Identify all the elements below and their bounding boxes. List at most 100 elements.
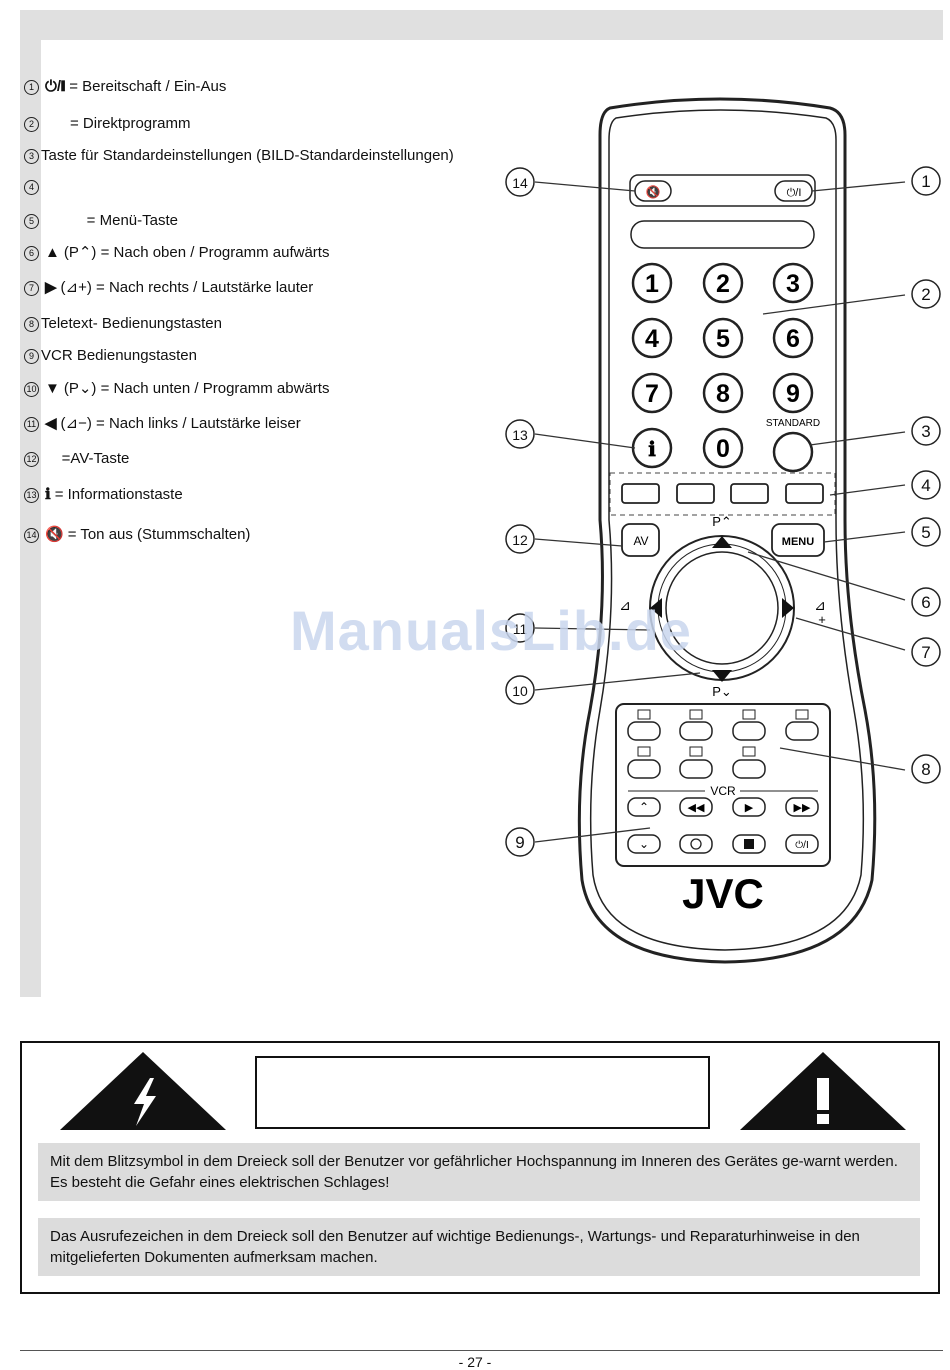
svg-text:11: 11 bbox=[513, 621, 528, 637]
svg-text:▶: ▶ bbox=[745, 802, 754, 814]
arrow-up-icon: ▲ bbox=[45, 244, 60, 261]
svg-text:5: 5 bbox=[716, 325, 730, 353]
svg-text:6: 6 bbox=[786, 325, 800, 353]
arrow-left-icon: ◀ bbox=[45, 415, 57, 432]
callout-markers bbox=[505, 166, 941, 857]
footer-divider bbox=[20, 1350, 943, 1351]
digit-buttons: 1 2 3 4 5 6 7 8 9 0 ℹ bbox=[631, 262, 814, 473]
svg-text:+: + bbox=[818, 612, 826, 627]
legend-number: 13 bbox=[24, 487, 39, 503]
exclamation-warning-icon bbox=[740, 1052, 906, 1130]
legend-number: 14 bbox=[24, 527, 39, 543]
svg-text:⏻/I: ⏻/I bbox=[795, 840, 808, 851]
svg-text:2: 2 bbox=[716, 270, 730, 298]
svg-text:1: 1 bbox=[645, 270, 659, 298]
mute-icon: 🔇 bbox=[45, 526, 64, 543]
svg-text:⏻/I: ⏻/I bbox=[787, 187, 802, 199]
svg-text:6: 6 bbox=[921, 593, 930, 612]
svg-text:3: 3 bbox=[786, 270, 800, 298]
remote-control-illustration: 🔇 ⏻/I 1 2 3 4 5 6 7 8 9 0 ℹ STANDARD AV … bbox=[505, 97, 941, 964]
legend-number: 1 bbox=[24, 79, 39, 95]
p-down-label: P⌄ bbox=[712, 684, 732, 699]
svg-text:1: 1 bbox=[921, 172, 930, 191]
legend-item: 6 ▲ (P⌃) = Nach oben / Programm aufwärts bbox=[24, 244, 329, 262]
svg-text:▶▶: ▶▶ bbox=[794, 802, 811, 814]
right-arrow-icon bbox=[782, 598, 794, 618]
legend-text: (⊿+) = Nach rechts / Lautstärke lauter bbox=[60, 279, 314, 296]
svg-text:4: 4 bbox=[645, 325, 659, 353]
legend-text: =AV-Taste bbox=[45, 450, 130, 467]
svg-text:⊿: ⊿ bbox=[814, 597, 826, 613]
legend-item: 11 ◀ (⊿−) = Nach links / Lautstärke leise… bbox=[24, 415, 301, 433]
svg-text:13: 13 bbox=[512, 427, 528, 443]
svg-text:7: 7 bbox=[645, 380, 659, 408]
arrow-right-icon: ▶ bbox=[45, 279, 57, 296]
svg-text:9: 9 bbox=[515, 833, 524, 852]
legend-text: = Ton aus (Stummschalten) bbox=[67, 526, 251, 543]
watermark: ManualsLib.de bbox=[290, 599, 692, 662]
down-arrow-icon bbox=[712, 670, 732, 682]
legend-number: 3 bbox=[24, 148, 39, 164]
legend-item: 7 ▶ (⊿+) = Nach rechts / Lautstärke laute… bbox=[24, 279, 313, 297]
page-number: - 27 - bbox=[458, 1354, 492, 1370]
info-icon: ℹ bbox=[648, 439, 656, 461]
warning-box bbox=[20, 1041, 940, 1294]
p-up-label: P⌃ bbox=[712, 514, 732, 529]
av-label: AV bbox=[633, 534, 648, 548]
legend-text: Teletext- Bedienungstasten bbox=[41, 315, 222, 332]
legend-number: 7 bbox=[24, 280, 39, 296]
svg-text:9: 9 bbox=[786, 380, 800, 408]
svg-text:⊿: ⊿ bbox=[619, 597, 631, 613]
info-icon: ℹ bbox=[45, 486, 51, 503]
legend-text: (P⌃) = Nach oben / Programm aufwärts bbox=[63, 244, 330, 261]
svg-text:8: 8 bbox=[921, 760, 930, 779]
svg-text:0: 0 bbox=[716, 435, 730, 463]
svg-text:8: 8 bbox=[716, 380, 730, 408]
legend-number: 11 bbox=[24, 416, 39, 432]
brand-logo: JVC bbox=[682, 870, 764, 917]
svg-text:7: 7 bbox=[921, 643, 930, 662]
legend-text: = Bereitschaft / Ein-Aus bbox=[69, 78, 227, 95]
svg-text:◀◀: ◀◀ bbox=[688, 802, 705, 814]
svg-text:2: 2 bbox=[921, 285, 930, 304]
lightning-warning-text: Mit dem Blitzsymbol in dem Dreieck soll … bbox=[38, 1143, 920, 1201]
legend-item: 10 ▼ (P⌄) = Nach unten / Programm abwärts bbox=[24, 380, 329, 398]
legend-item: 14 🔇 = Ton aus (Stummschalten) bbox=[24, 526, 250, 544]
legend-number: 9 bbox=[24, 348, 39, 364]
svg-text:10: 10 bbox=[512, 683, 528, 699]
legend-text: = Direktprogramm bbox=[45, 115, 191, 132]
vcr-label: VCR bbox=[710, 784, 736, 798]
legend-text: = Menü-Taste bbox=[45, 212, 178, 229]
lightning-warning-icon bbox=[60, 1052, 226, 1130]
svg-text:4: 4 bbox=[921, 476, 930, 495]
legend-item: 5 = Menü-Taste bbox=[24, 212, 178, 230]
legend-number: 5 bbox=[24, 213, 39, 229]
warning-title-box bbox=[255, 1056, 710, 1129]
legend-number: 6 bbox=[24, 245, 39, 261]
svg-text:14: 14 bbox=[512, 175, 528, 191]
legend-item: 2 = Direktprogramm bbox=[24, 115, 190, 133]
legend-number: 2 bbox=[24, 116, 39, 132]
legend-item: 4 bbox=[24, 180, 45, 195]
menu-label: MENU bbox=[782, 536, 814, 548]
legend-text: Taste für Standardeinstellungen (BILD-St… bbox=[41, 147, 454, 164]
up-arrow-icon bbox=[712, 536, 732, 548]
exclamation-warning-text: Das Ausrufezeichen in dem Dreieck soll d… bbox=[38, 1218, 920, 1276]
display-window bbox=[630, 220, 815, 249]
left-arrow-icon bbox=[650, 598, 662, 618]
legend-number: 8 bbox=[24, 316, 39, 332]
legend-number: 10 bbox=[24, 381, 39, 397]
svg-text:⌄: ⌄ bbox=[639, 837, 649, 851]
svg-text:3: 3 bbox=[921, 422, 930, 441]
arrow-down-icon: ▼ bbox=[45, 380, 60, 397]
svg-text:5: 5 bbox=[921, 523, 930, 542]
legend-text: (P⌄) = Nach unten / Programm abwärts bbox=[63, 380, 330, 397]
legend-text: (⊿−) = Nach links / Lautstärke leiser bbox=[60, 415, 301, 432]
svg-text:🔇: 🔇 bbox=[646, 185, 661, 199]
standard-label: STANDARD bbox=[766, 418, 820, 429]
power-icon: ⏻/❙ bbox=[45, 78, 66, 95]
